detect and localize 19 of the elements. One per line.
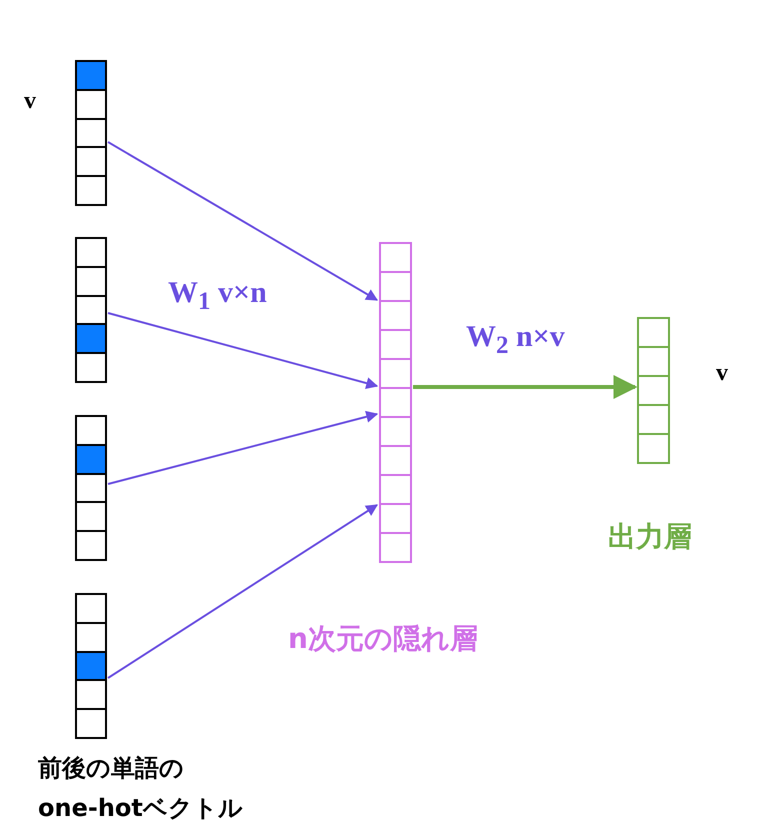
vector-bar — [637, 317, 670, 464]
weight-label: W$_{1}$ v×n — [168, 276, 267, 316]
arrow — [108, 312, 378, 389]
arrow — [108, 141, 378, 301]
vector-size-label: v — [716, 360, 728, 387]
caption-text: 前後の単語の — [38, 753, 184, 784]
vector-bar — [75, 237, 107, 383]
vector-bar — [75, 415, 107, 561]
vector-size-label: v — [24, 88, 36, 115]
layer-caption: 出力層 — [608, 519, 692, 555]
vector-bar — [75, 593, 107, 739]
vector-bar — [379, 242, 412, 563]
caption-text: one-hotベクトル — [38, 793, 243, 824]
arrow — [413, 375, 638, 399]
arrow — [108, 410, 378, 485]
edge-label: W$_{2}$ n×v — [466, 320, 565, 360]
layer-caption: n次元の隠れ層 — [288, 621, 478, 657]
arrow — [107, 504, 378, 679]
vector-bar — [75, 60, 107, 206]
